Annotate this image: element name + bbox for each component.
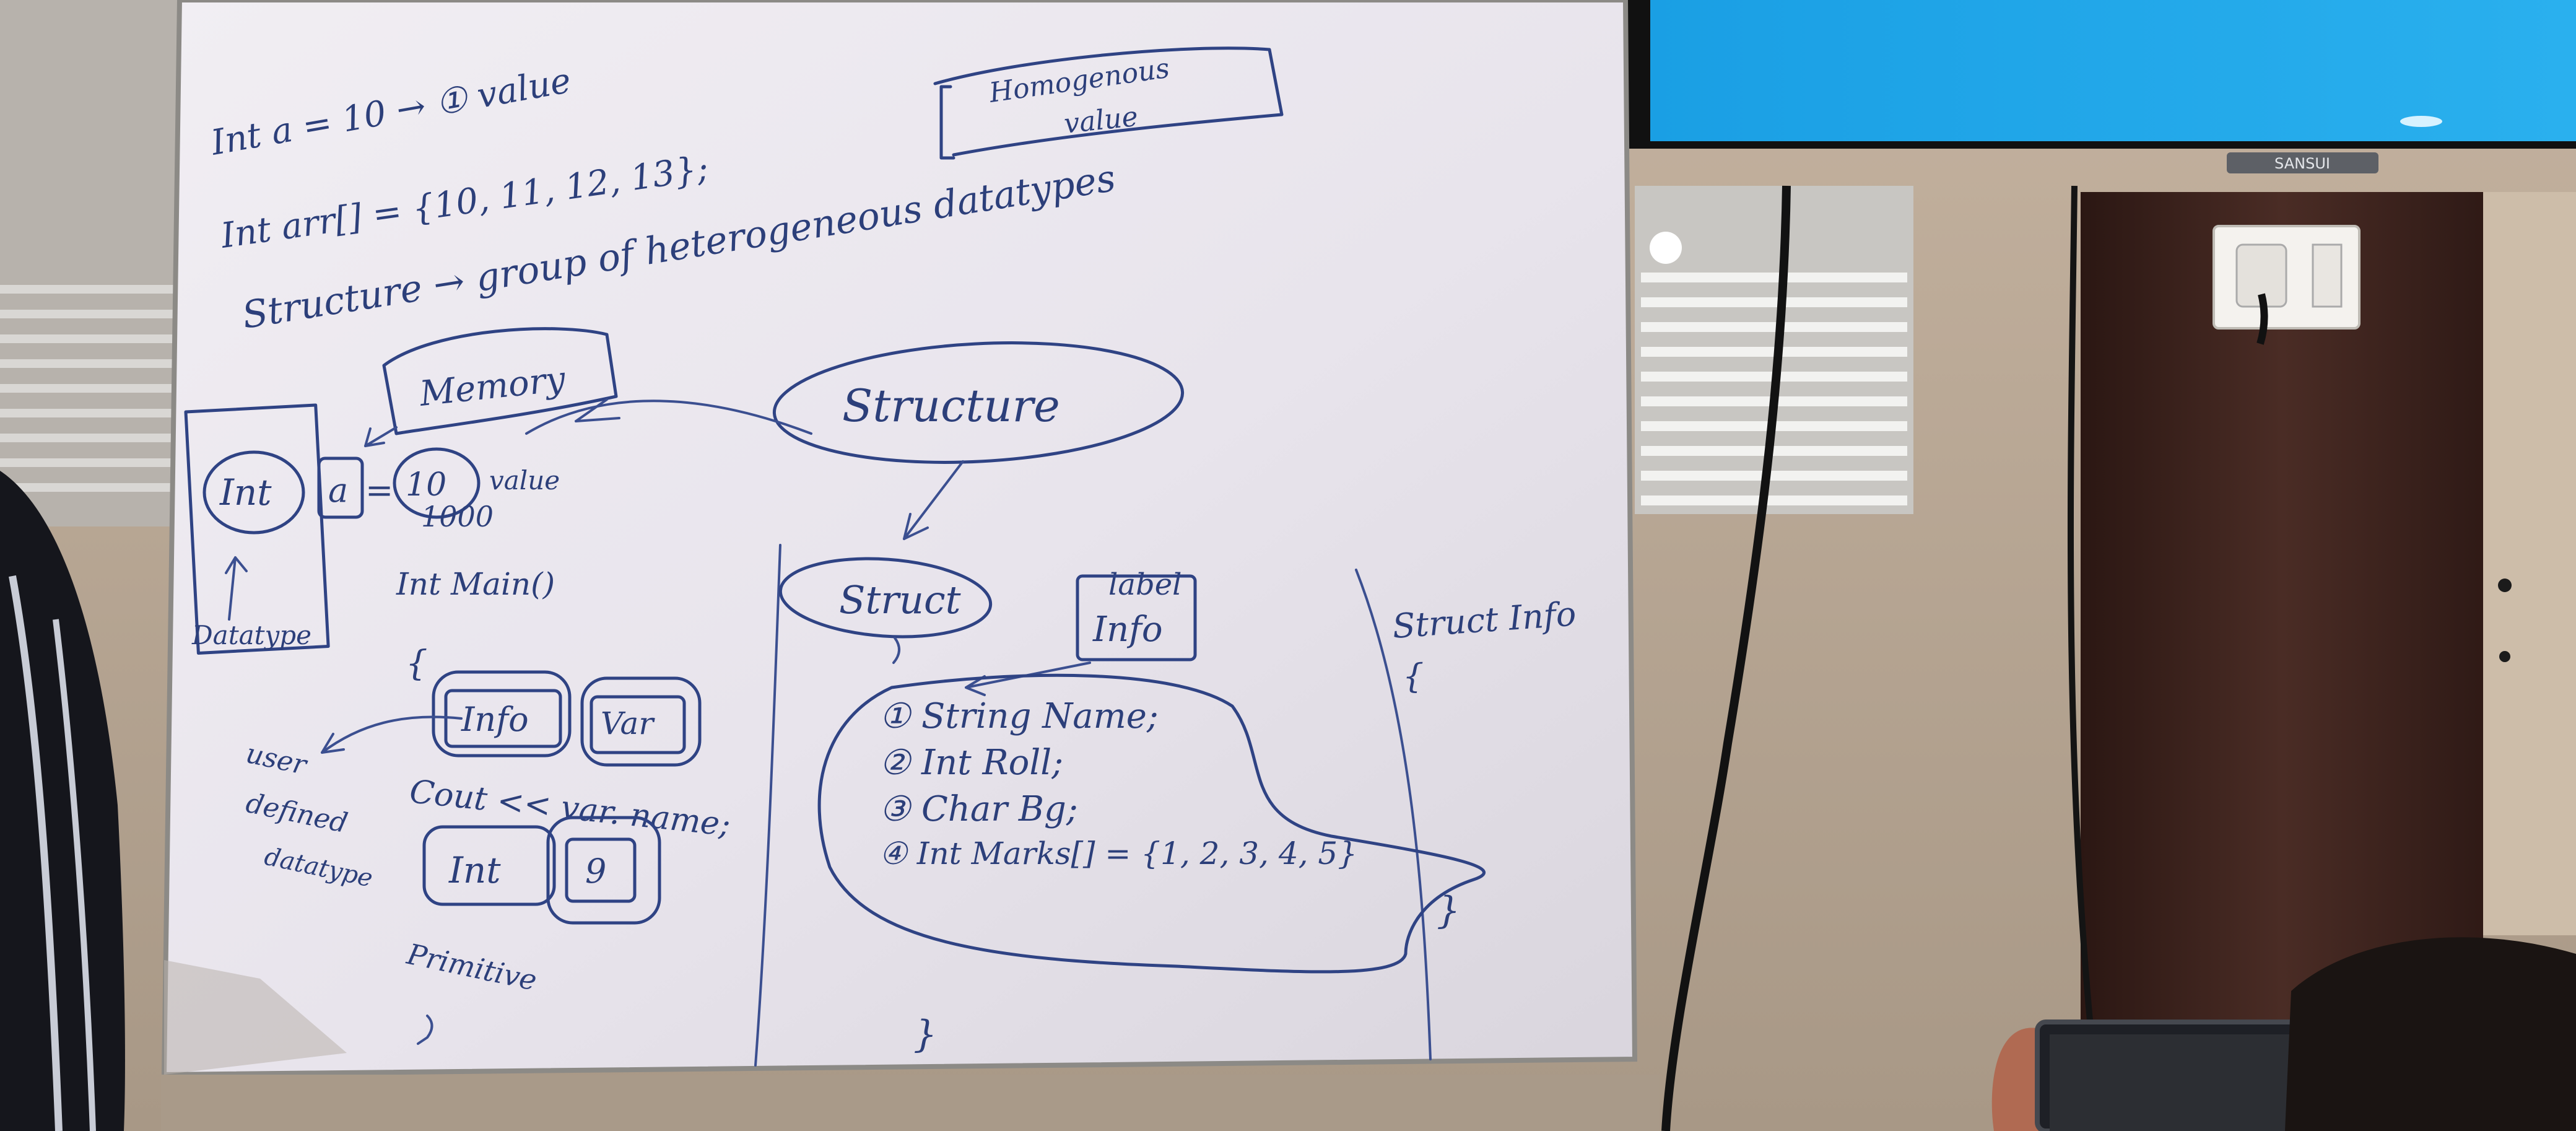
var-box-outer [580, 676, 702, 767]
text-brace-right: } [1437, 889, 1460, 932]
cable [1661, 185, 1791, 1131]
text-value-label: value [489, 465, 560, 496]
members-blob [817, 673, 1486, 974]
member-4: ④ Int Marks[] = {1, 2, 3, 4, 5} [879, 836, 1357, 871]
nine-box [565, 837, 637, 903]
text-int-box: Int [448, 849, 501, 891]
tv-brand-plate [2227, 152, 2378, 173]
info-label-box [1076, 574, 1197, 662]
nine-box-outer [546, 816, 661, 925]
value-circle [393, 447, 481, 519]
door [2081, 192, 2483, 1034]
text-structure-bubble: Structure [842, 380, 1060, 432]
struct-circle [778, 557, 993, 639]
member-3: ③ Char Bg; [879, 789, 1078, 829]
text-10: 10 [406, 466, 446, 504]
arrow-struct-memory [525, 400, 812, 435]
text-a: a [328, 471, 348, 510]
divider-left [754, 544, 781, 1067]
text-struct: Struct [839, 577, 961, 622]
ceiling-light [1650, 232, 1682, 264]
head-foreground [2285, 937, 2576, 1131]
text-brace-mid: } [913, 1013, 937, 1056]
tv-brand: SANSUI [2274, 155, 2330, 172]
member-1: ① String Name; [879, 696, 1159, 736]
text-brace-main: { [406, 644, 428, 684]
bracket-left [939, 85, 955, 160]
wall-right [2483, 192, 2576, 935]
info-box-outer [432, 670, 572, 758]
text-nine: 9 [585, 852, 606, 891]
text-int-circle: Int [219, 471, 272, 513]
member-2: ② Int Roll; [879, 743, 1063, 783]
left-window [0, 0, 180, 526]
var-box [590, 695, 686, 754]
int-circle [202, 450, 305, 535]
datatype-box [184, 403, 330, 655]
homogeneous-box [933, 46, 1284, 157]
text-info-label: Info [1092, 609, 1163, 650]
text-datatype: Datatype [191, 620, 311, 650]
text-label: label [1108, 567, 1181, 602]
int-box [422, 825, 556, 906]
text-address: 1000 [421, 500, 494, 533]
left-blinds [0, 285, 173, 492]
whiteboard [161, 0, 1638, 1078]
text-brace-right-open: { [1403, 657, 1424, 696]
svg-text:=: = [365, 471, 393, 510]
text-var: Var [601, 705, 655, 741]
structure-bubble [772, 341, 1185, 464]
divider-right [1355, 569, 1432, 1060]
text-info: Info [461, 700, 529, 739]
memory-bubble [382, 327, 618, 435]
a-box [317, 456, 364, 519]
text-int-main: Int Main() [396, 566, 555, 602]
person-left [0, 471, 125, 1131]
text-value: value [1063, 101, 1139, 140]
